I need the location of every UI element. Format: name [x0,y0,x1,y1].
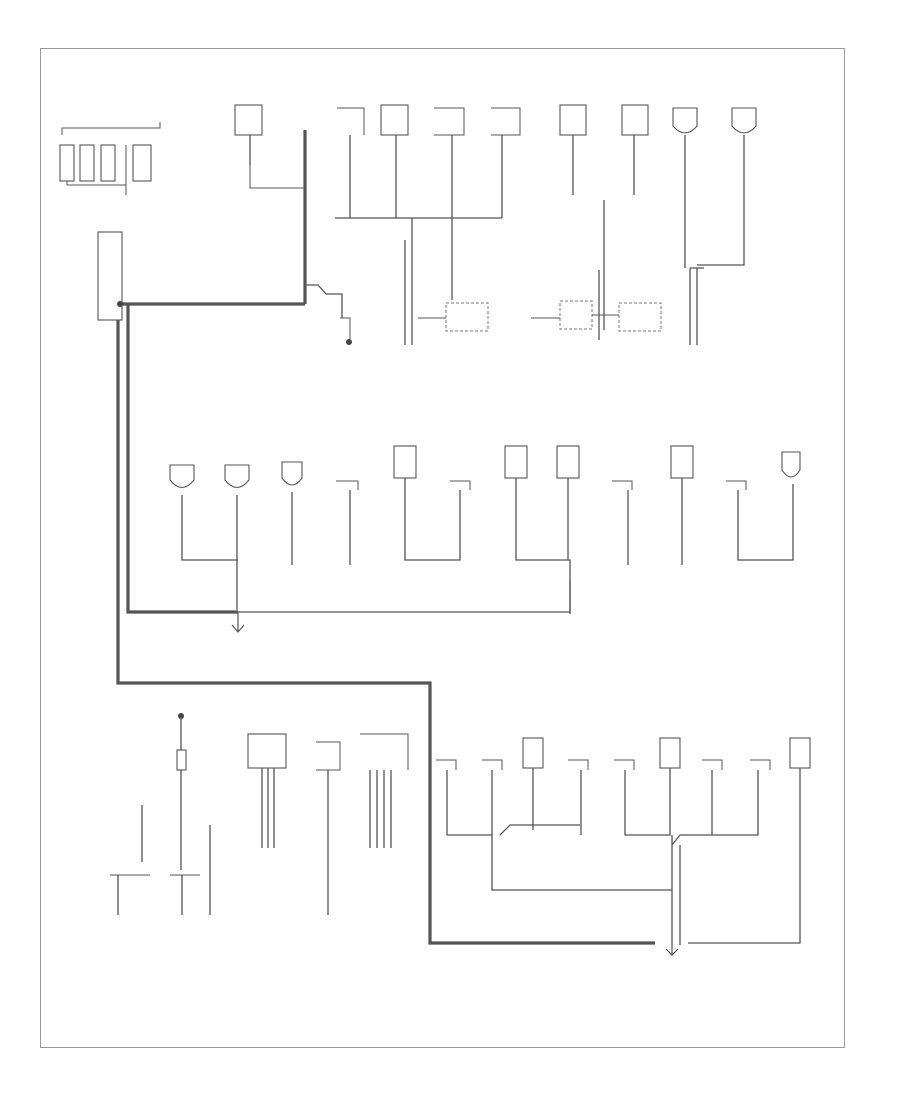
splice-icon [117,301,123,307]
fuse-block [59,122,161,195]
bottom-right-grounds [436,737,811,956]
bottom-connectors [247,733,409,915]
main-trunk-wire [116,304,655,945]
top-bus-wires [249,135,745,345]
bottom-section [110,713,811,956]
diagram-frame [40,48,845,1048]
ground-point-icon [346,339,352,345]
middle-section [169,445,801,633]
module-box [234,104,263,136]
top-section [59,104,757,345]
top-components [234,104,757,136]
bottom-left-grounds [110,713,211,915]
main-ground-connector [97,130,352,345]
